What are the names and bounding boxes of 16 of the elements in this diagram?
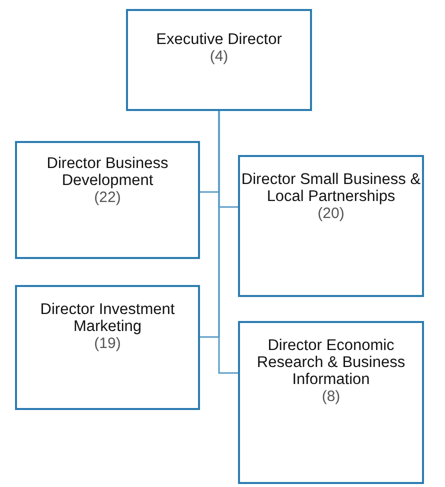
org-box — [126, 9, 312, 111]
role-title: Director Small Business & Local Partnerships — [240, 171, 422, 205]
connector-line — [218, 111, 238, 374]
role-title: Director Economic Research & Business Information — [256, 337, 406, 388]
role-title: Director Business Development — [46, 155, 170, 189]
staff-count: (20) — [318, 205, 344, 223]
org-box — [15, 285, 200, 410]
org-box — [238, 321, 424, 484]
staff-count: (22) — [94, 189, 121, 207]
staff-count: (8) — [322, 388, 340, 406]
role-title: Executive Director — [156, 31, 282, 48]
org-box — [15, 141, 200, 259]
role-title: Director Investment Marketing — [39, 301, 176, 335]
org-box — [238, 155, 424, 297]
staff-count: (4) — [210, 48, 228, 66]
staff-count: (19) — [94, 335, 121, 353]
